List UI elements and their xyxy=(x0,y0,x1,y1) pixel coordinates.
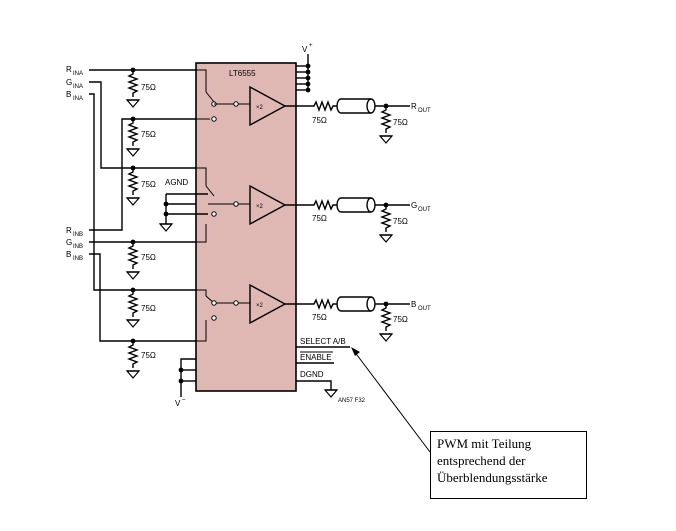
amp-gain-3: ×2 xyxy=(256,303,264,309)
svg-text:INB: INB xyxy=(73,244,83,250)
svg-text:B: B xyxy=(411,300,416,309)
svg-text:75Ω: 75Ω xyxy=(312,214,327,223)
amp-gain-1: ×2 xyxy=(256,105,264,111)
termination-resistor-5: 75Ω xyxy=(126,289,156,328)
input-label-g-ina: G INA xyxy=(66,78,83,90)
callout-line-1: PWM mit Teilung xyxy=(437,436,532,451)
amp-gain-2: ×2 xyxy=(256,204,264,210)
supply-positive: V + xyxy=(296,43,313,93)
svg-text:75Ω: 75Ω xyxy=(141,83,156,92)
dgnd-pin-label: DGND xyxy=(300,370,324,379)
termination-resistor-1: 75Ω xyxy=(126,69,156,108)
svg-text:V: V xyxy=(175,399,181,408)
termination-resistor-4: 75Ω xyxy=(126,241,156,280)
svg-text:75Ω: 75Ω xyxy=(141,130,156,139)
svg-text:75Ω: 75Ω xyxy=(312,116,327,125)
input-wiring xyxy=(89,67,196,344)
chip-body xyxy=(195,62,297,392)
chip-name: LT6555 xyxy=(229,69,256,78)
input-label-r-inb: R INB xyxy=(66,226,83,238)
svg-text:–: – xyxy=(182,397,186,403)
output-blue: 75Ω 75Ω B OUT xyxy=(285,296,431,342)
svg-text:INB: INB xyxy=(73,232,83,238)
svg-text:75Ω: 75Ω xyxy=(141,351,156,360)
termination-resistor-6: 75Ω xyxy=(126,340,156,379)
callout-arrow xyxy=(351,347,431,453)
termination-resistor-3: 75Ω xyxy=(126,167,156,206)
svg-text:75Ω: 75Ω xyxy=(312,313,327,322)
enable-pin-label: ENABLE xyxy=(300,353,332,362)
callout-line-2: entsprechend der xyxy=(437,453,526,468)
output-green: 75Ω 75Ω G OUT xyxy=(285,197,431,243)
supply-pos-label: V xyxy=(302,45,308,54)
svg-text:75Ω: 75Ω xyxy=(141,304,156,313)
svg-text:G: G xyxy=(66,238,72,247)
callout-line-3: Überblendungsstärke xyxy=(437,470,548,485)
svg-text:G: G xyxy=(66,78,72,87)
input-label-b-ina: B INA xyxy=(66,90,83,102)
channel-red: ×2 xyxy=(196,69,287,127)
svg-text:OUT: OUT xyxy=(418,207,431,213)
svg-text:R: R xyxy=(66,65,72,74)
svg-text:OUT: OUT xyxy=(418,108,431,114)
control-pins: SELECT A/B ENABLE DGND AN57 F32 xyxy=(296,337,366,404)
svg-text:OUT: OUT xyxy=(418,306,431,312)
svg-text:75Ω: 75Ω xyxy=(393,118,408,127)
svg-text:R: R xyxy=(66,226,72,235)
svg-text:AGND: AGND xyxy=(165,178,188,187)
svg-text:R: R xyxy=(411,102,417,111)
svg-text:INA: INA xyxy=(73,96,83,102)
svg-text:75Ω: 75Ω xyxy=(393,315,408,324)
supply-negative: V – xyxy=(175,358,196,408)
svg-text:75Ω: 75Ω xyxy=(141,180,156,189)
input-label-r-ina: R INA xyxy=(66,65,83,77)
termination-resistor-2: 75Ω xyxy=(126,118,156,157)
svg-text:INA: INA xyxy=(73,84,83,90)
figure-code: AN57 F32 xyxy=(338,398,366,404)
svg-text:B: B xyxy=(66,90,71,99)
supply-pos-sup: + xyxy=(309,43,313,49)
svg-text:INB: INB xyxy=(73,256,83,262)
select-pin-label: SELECT A/B xyxy=(300,337,346,346)
agnd-connection: AGND xyxy=(159,178,208,232)
svg-text:B: B xyxy=(66,250,71,259)
channel-blue: ×2 xyxy=(196,283,287,342)
svg-text:G: G xyxy=(411,201,417,210)
svg-text:INA: INA xyxy=(73,71,83,77)
callout-box: PWM mit Teilung entsprechend der Überble… xyxy=(430,431,587,499)
input-label-g-inb: G INB xyxy=(66,238,83,250)
output-red: 75Ω 75Ω R OUT xyxy=(285,98,431,144)
input-label-b-inb: B INB xyxy=(66,250,83,262)
channel-green: ×2 xyxy=(196,167,287,243)
svg-text:75Ω: 75Ω xyxy=(141,253,156,262)
svg-text:75Ω: 75Ω xyxy=(393,217,408,226)
